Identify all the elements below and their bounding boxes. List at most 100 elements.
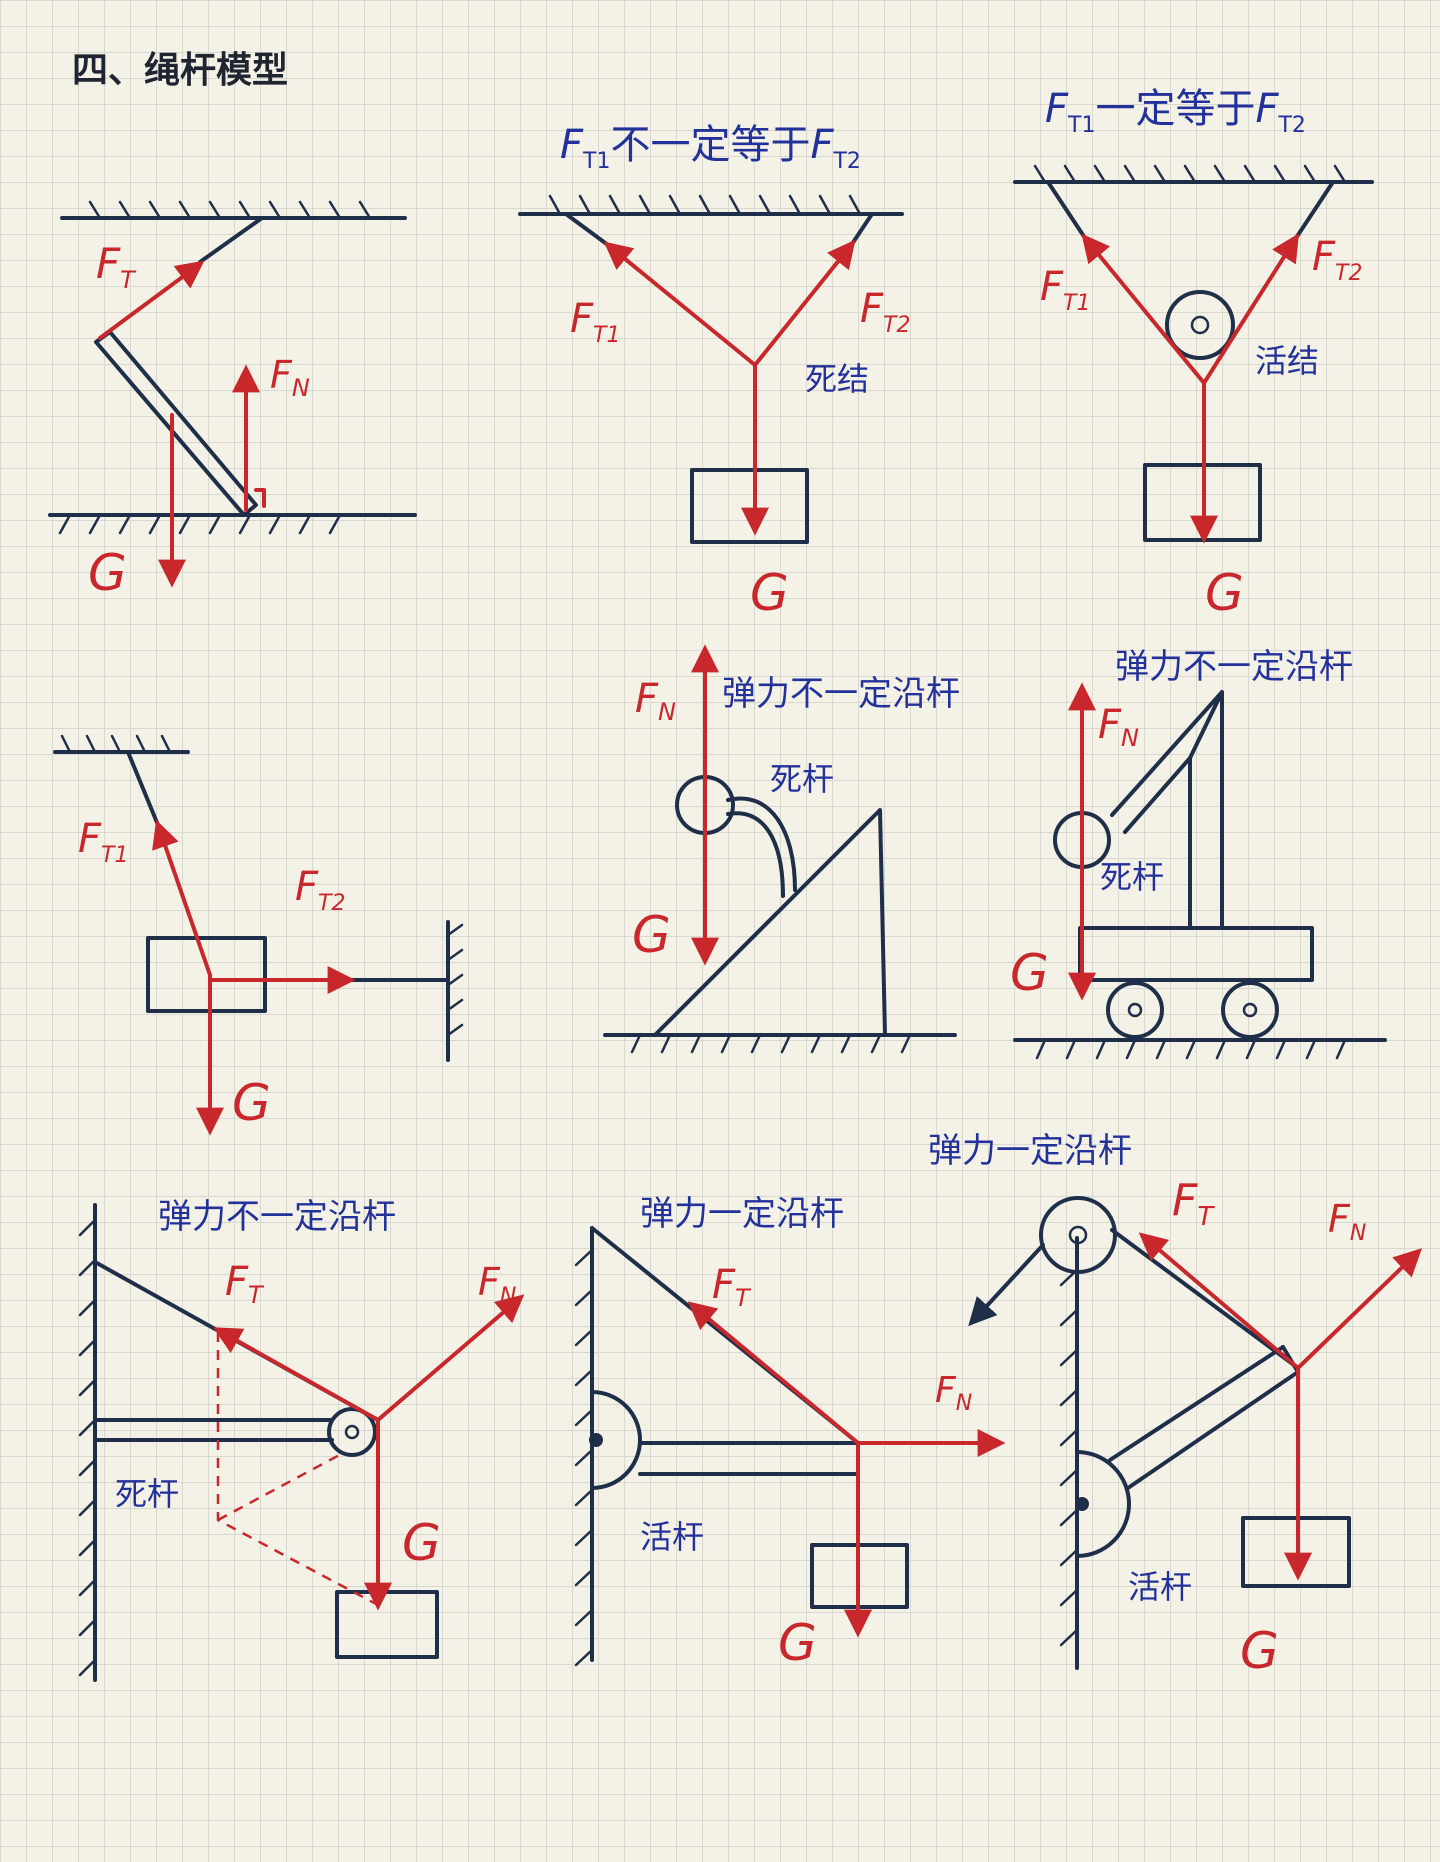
note-dead-knot: 死结 (805, 360, 869, 398)
label-FT2: FT2 (1312, 234, 1362, 286)
label-FN: FN (935, 1370, 972, 1416)
ceiling-hatch (88, 200, 372, 220)
wall-hatch (574, 1248, 594, 1667)
tension1-arrow (152, 819, 212, 977)
label-FT: FT (1172, 1175, 1215, 1232)
pulley-axle (1068, 1225, 1088, 1245)
note-not-along-rod: 弹力不一定沿杆 (722, 674, 960, 714)
note-live-rod: 活杆 (640, 1518, 704, 1556)
rope (198, 216, 264, 264)
ceiling-hatch (60, 734, 172, 754)
live-rod-bottom (1126, 1370, 1300, 1490)
tension-arrow (687, 1301, 860, 1445)
cart-wheel-right (1221, 981, 1279, 1039)
label-FN: FN (1328, 1197, 1366, 1246)
rope-free-end (968, 1243, 1045, 1327)
note-along-rod: 弹力一定沿杆 (928, 1131, 1132, 1171)
hinge-pin (589, 1433, 603, 1447)
label-G: G (1010, 944, 1049, 1002)
floor-hatch (1035, 1038, 1347, 1060)
upper-rope (126, 750, 160, 827)
label-G: G (1240, 1622, 1279, 1680)
elastic-force-arrow (376, 1294, 525, 1422)
note-not-along-rod: 弹力不一定沿杆 (158, 1197, 396, 1237)
label-FN: FN (478, 1260, 516, 1309)
wall-hatch (1059, 1268, 1079, 1647)
label-FT2: FT2 (295, 864, 345, 916)
ceiling-hatch (1033, 164, 1347, 184)
note-live-rod: 活杆 (1128, 1568, 1192, 1606)
diagram-wedge-dead-rod: 弹力不一定沿杆 FN 死杆 G (603, 644, 960, 1054)
tension2-arrow (1202, 233, 1300, 385)
note-dead-knot-relation: FT1不一定等于FT2 (560, 122, 861, 174)
label-FN: FN (635, 676, 676, 726)
floor-hatch (630, 1033, 912, 1054)
tension2-arrow (753, 239, 856, 367)
block (146, 936, 267, 1013)
left-rope (1046, 180, 1087, 240)
right-rope (850, 212, 874, 246)
cart-upright (1188, 690, 1224, 930)
tension-arrow (98, 260, 205, 340)
label-FT: FT (96, 239, 137, 294)
note-dead-rod: 死杆 (770, 760, 834, 798)
label-FT: FT (225, 1259, 265, 1309)
left-rope (564, 212, 610, 247)
tension-arrow (213, 1327, 380, 1422)
hanging-block (690, 468, 809, 544)
diagram-dead-rod-pulley: 弹力不一定沿杆 FT FN 死杆 G (78, 1197, 525, 1682)
elastic-force-arrow (1296, 1248, 1423, 1370)
right-angle-mark (254, 488, 266, 508)
wheel-axle-left (1127, 1002, 1143, 1018)
diagram-block-two-ropes: FT1 FT2 G (53, 734, 464, 1136)
note-live-knot-relation: FT1一定等于FT2 (1045, 86, 1306, 138)
note-dead-rod: 死杆 (1100, 858, 1164, 896)
diagram-live-knot: FT1一定等于FT2 FT1 FT2 活结 G (1013, 86, 1374, 622)
label-G: G (1205, 564, 1244, 622)
tension-arrow (1138, 1232, 1300, 1370)
note-live-knot: 活结 (1255, 342, 1319, 380)
bent-rod-lower (726, 811, 785, 898)
tension1-arrow (1081, 233, 1206, 385)
arm-lower (1123, 756, 1192, 834)
pulley (1039, 1196, 1117, 1274)
label-G: G (402, 1514, 441, 1572)
cart-wheel-left (1106, 981, 1164, 1039)
pulley (327, 1407, 377, 1457)
page-title: 四、绳杆模型 (72, 50, 288, 91)
hinge (1075, 1450, 1131, 1558)
label-FN: FN (1098, 702, 1139, 752)
pulley (1165, 290, 1235, 360)
note-along-rod: 弹力一定沿杆 (640, 1194, 844, 1234)
label-G: G (778, 1614, 817, 1672)
parallelogram-construction-2 (217, 1450, 346, 1522)
label-FN: FN (270, 353, 310, 402)
label-FT1: FT1 (1040, 264, 1090, 316)
bent-rod-upper (726, 796, 797, 892)
note-not-along-rod: 弹力不一定沿杆 (1115, 647, 1353, 687)
arm-upper (1110, 690, 1224, 817)
label-G: G (88, 544, 127, 602)
diagram-dead-knot: FT1不一定等于FT2 FT1 FT2 死结 G (518, 122, 910, 622)
label-G: G (232, 1074, 271, 1132)
wheel-axle-right (1242, 1002, 1258, 1018)
leaning-rod (94, 330, 258, 517)
label-FT1: FT1 (570, 296, 620, 348)
tension1-arrow (603, 241, 757, 367)
hinge-pin (1075, 1497, 1089, 1511)
diagram-live-rod-horizontal: 弹力一定沿杆 FT FN 活杆 G (574, 1194, 1006, 1672)
note-dead-rod: 死杆 (115, 1475, 179, 1513)
wall-hatch (78, 1218, 97, 1677)
pulley-axle (1190, 315, 1210, 335)
label-G: G (750, 564, 789, 622)
cart-body (1078, 926, 1314, 982)
hanging-block (335, 1590, 439, 1659)
label-G: G (632, 906, 671, 964)
wedge (653, 808, 887, 1037)
diagram-live-rod-inclined: 弹力一定沿杆 FT FN 活杆 G (928, 1131, 1423, 1680)
label-FT: FT (712, 1262, 752, 1312)
right-rope (1294, 180, 1335, 240)
wall-hatch (446, 923, 464, 1037)
